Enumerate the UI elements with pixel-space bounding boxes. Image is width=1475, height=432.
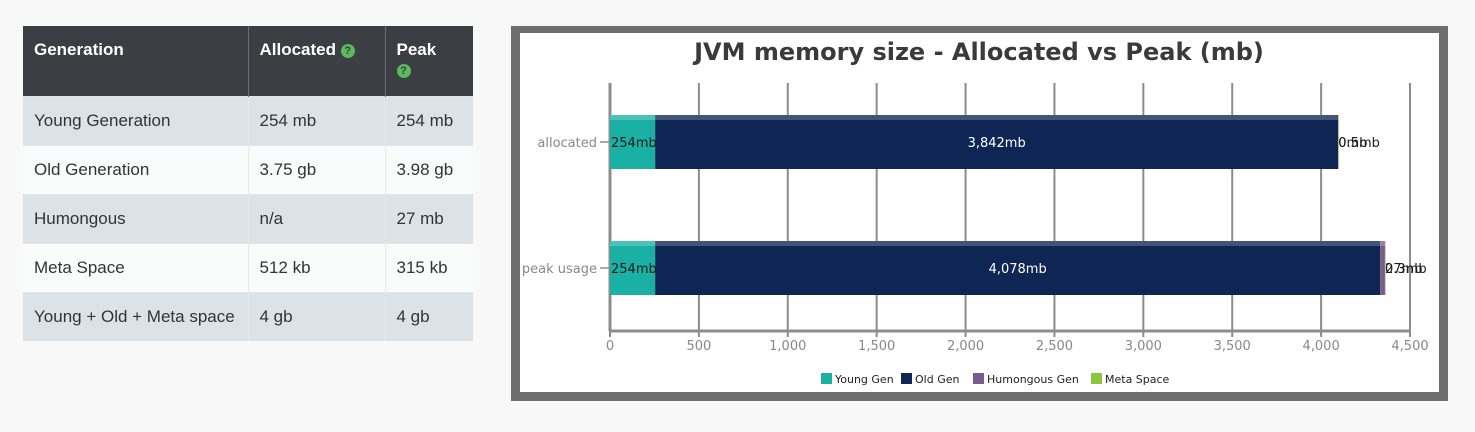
x-tick-label: 1,000 xyxy=(769,339,806,354)
x-tick-label: 2,500 xyxy=(1036,339,1073,354)
bar-segment xyxy=(1384,241,1386,295)
data-label: 254mb xyxy=(611,262,657,277)
x-tick-label: 4,000 xyxy=(1303,339,1340,354)
bar-highlight xyxy=(610,241,656,246)
table-cell: 254 mb xyxy=(248,96,386,146)
bar-segment xyxy=(610,115,656,169)
table-cell: n/a xyxy=(248,194,386,244)
jvm-memory-chart: JVM memory size - Allocated vs Peak (mb)… xyxy=(522,38,1429,386)
data-label: 0mb xyxy=(1338,136,1367,151)
table-cell: Meta Space xyxy=(23,243,249,293)
table-cell: Old Generation xyxy=(23,145,249,195)
table-cell: 4 gb xyxy=(248,292,386,341)
x-tick-label: 500 xyxy=(686,339,711,354)
x-tick-label: 3,500 xyxy=(1214,339,1251,354)
data-label: 4,078mb xyxy=(989,262,1047,277)
data-label: 27mb xyxy=(1385,262,1422,277)
table-row: Humongous n/a 27 mb xyxy=(23,194,473,244)
table-cell: 512 kb xyxy=(248,243,386,293)
table-row: Young + Old + Meta space 4 gb 4 gb xyxy=(23,292,473,341)
legend-label: Old Gen xyxy=(915,373,959,386)
header-generation-label: Generation xyxy=(34,40,124,59)
x-tick-label: 0 xyxy=(606,339,614,354)
category-label: allocated xyxy=(537,136,597,151)
header-allocated: Allocated ? xyxy=(248,26,386,97)
header-peak: Peak? xyxy=(385,26,473,97)
table-cell: 4 gb xyxy=(385,292,473,341)
bar-highlight xyxy=(1338,115,1339,120)
x-tick-label: 2,000 xyxy=(947,339,984,354)
table-cell: Humongous xyxy=(23,194,249,244)
legend-swatch xyxy=(821,373,832,384)
header-peak-label: Peak xyxy=(396,40,437,59)
help-icon[interactable]: ? xyxy=(340,44,355,58)
legend-swatch xyxy=(973,373,984,384)
data-label: 3,842mb xyxy=(968,136,1026,151)
table-cell: 3.98 gb xyxy=(385,145,473,195)
data-label: 254mb xyxy=(611,136,657,151)
memory-table: Generation Allocated ? Peak? Young Gener… xyxy=(23,26,473,341)
x-tick-label: 3,000 xyxy=(1125,339,1162,354)
data-label: 0.5mb xyxy=(1338,136,1380,151)
legend-swatch xyxy=(901,373,912,384)
chart-frame: JVM memory size - Allocated vs Peak (mb)… xyxy=(511,26,1448,401)
table-header-row: Generation Allocated ? Peak? xyxy=(23,26,473,97)
x-tick-label: 4,500 xyxy=(1391,339,1428,354)
category-label: peak usage xyxy=(522,262,597,277)
legend-label: Meta Space xyxy=(1105,373,1170,386)
bar-highlight xyxy=(1384,241,1386,246)
bar-segment xyxy=(1380,241,1385,295)
bar-segment xyxy=(610,241,656,295)
bar-highlight xyxy=(655,115,1339,120)
chart-panel: JVM memory size - Allocated vs Peak (mb)… xyxy=(520,33,1439,392)
chart-title: JVM memory size - Allocated vs Peak (mb) xyxy=(692,38,1264,66)
table-cell: Young Generation xyxy=(23,96,249,146)
table-cell: 254 mb xyxy=(385,96,473,146)
table-cell: 27 mb xyxy=(385,194,473,244)
bar-highlight xyxy=(655,241,1381,246)
bar-highlight xyxy=(610,115,656,120)
header-generation: Generation xyxy=(23,26,249,97)
help-icon[interactable]: ? xyxy=(396,64,411,78)
table-row: Young Generation 254 mb 254 mb xyxy=(23,96,473,146)
legend-label: Young Gen xyxy=(834,373,894,386)
legend-label: Humongous Gen xyxy=(987,373,1079,386)
bar-highlight xyxy=(1380,241,1385,246)
header-allocated-label: Allocated xyxy=(259,40,337,59)
table-cell: 315 kb xyxy=(385,243,473,293)
bar-segment xyxy=(1338,115,1339,169)
bar-segment xyxy=(655,241,1381,295)
table-row: Meta Space 512 kb 315 kb xyxy=(23,243,473,293)
table-cell: Young + Old + Meta space xyxy=(23,292,249,341)
bar-segment xyxy=(655,115,1339,169)
legend-swatch xyxy=(1091,373,1102,384)
x-tick-label: 1,500 xyxy=(858,339,895,354)
table-row: Old Generation 3.75 gb 3.98 gb xyxy=(23,145,473,195)
data-label: 0.3mb xyxy=(1385,262,1427,277)
table-cell: 3.75 gb xyxy=(248,145,386,195)
